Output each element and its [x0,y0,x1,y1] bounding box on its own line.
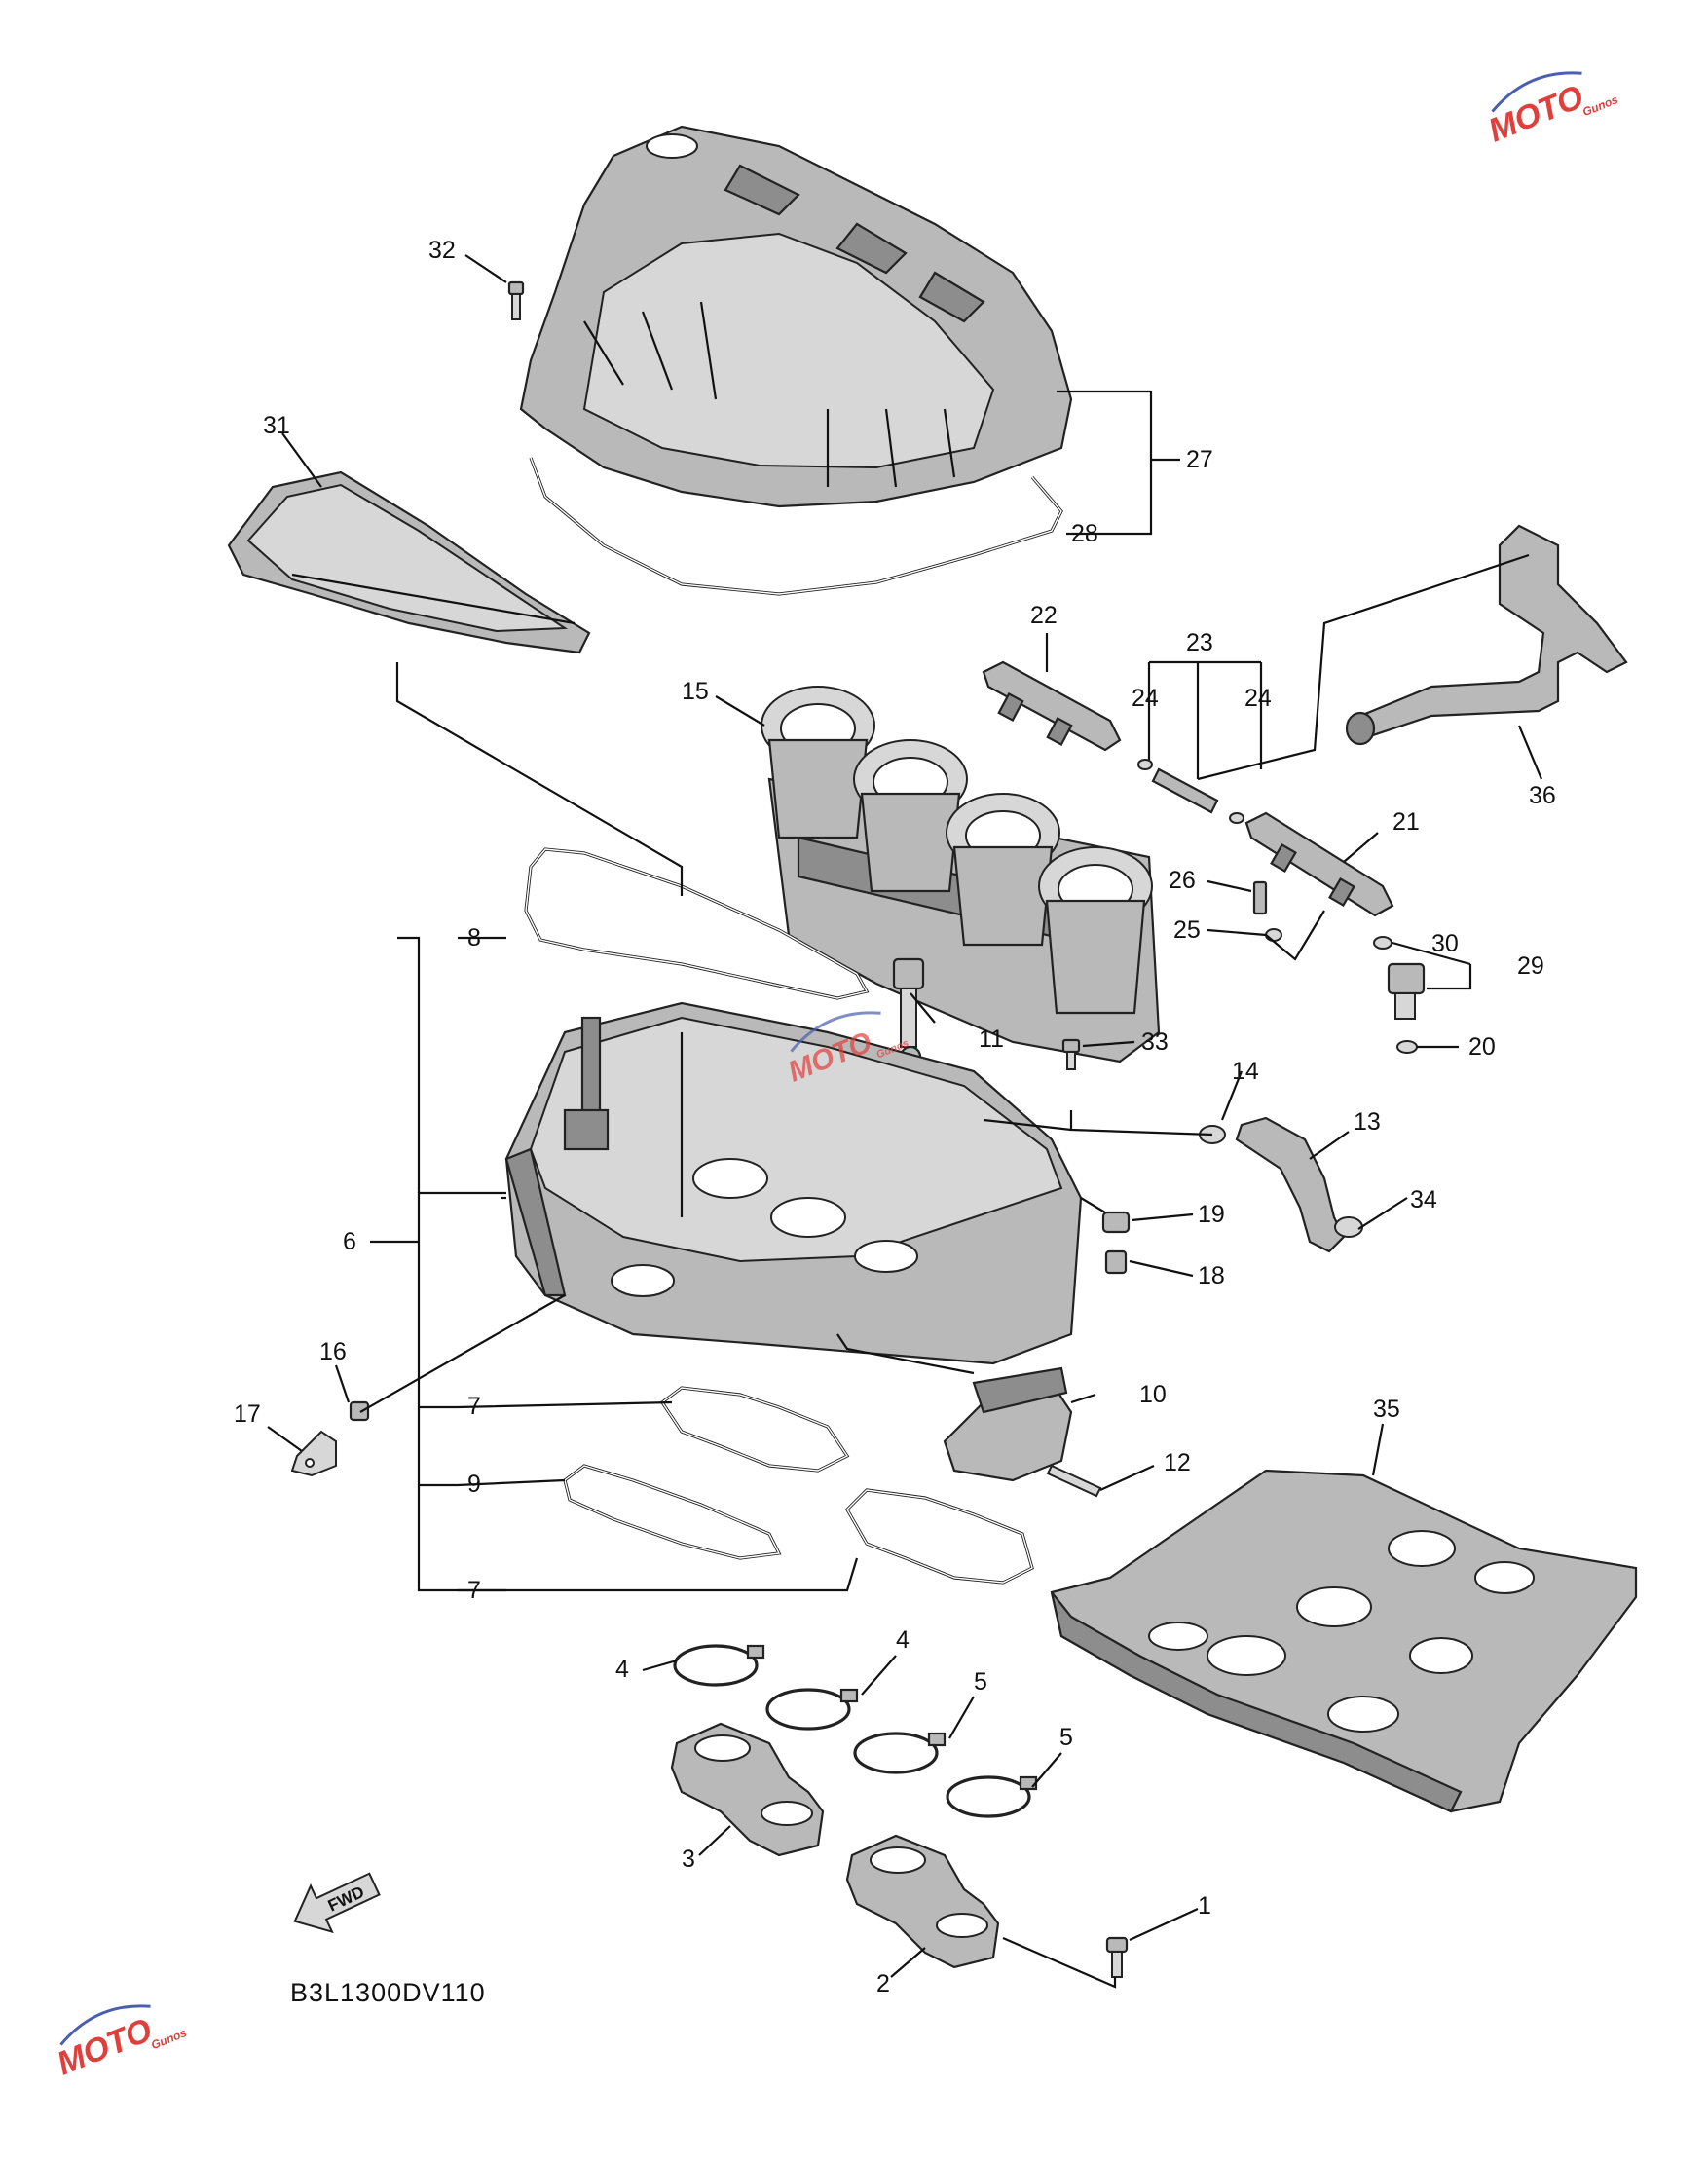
gasket-7-lower [845,1488,1034,1585]
hose-13 [1235,1116,1346,1253]
fuel-pipe-joint-23 [1137,759,1244,824]
air-box-case [504,1001,1083,1365]
fuel-rail-21 [1244,811,1394,917]
callout-10: 10 [1139,1381,1167,1408]
washer-25 [1265,928,1282,942]
leader-lines [267,254,1543,1989]
callout-18: 18 [1198,1262,1225,1289]
heat-shield-35 [1050,1469,1638,1813]
bolt-32 [507,280,525,320]
callout-20: 20 [1468,1033,1496,1061]
callout-13: 13 [1354,1108,1381,1136]
callout-16: 16 [319,1338,347,1365]
callout-17: 17 [234,1400,261,1428]
nut-16 [349,1400,370,1422]
watermark-logo-top: MOTO Gunos [1483,71,1620,150]
throttle-body-assembly [761,686,1161,1063]
hose-36 [1345,524,1628,746]
cover-gasket [529,457,1063,596]
solenoid-10 [943,1366,1073,1482]
air-box-cover [519,125,1073,508]
callout-5: 5 [974,1668,987,1696]
o-ring-30 [1373,936,1392,950]
sensor-11 [892,957,925,1068]
air-filter-element [227,470,591,654]
joint-2 [845,1834,1000,1969]
callout-5b: 5 [1059,1724,1073,1751]
callout-9: 9 [467,1471,481,1498]
callout-27: 27 [1186,446,1213,473]
callout-23: 23 [1186,629,1213,656]
callout-29: 29 [1517,952,1544,980]
callout-30: 30 [1431,930,1459,957]
o-ring-24 [1137,759,1153,770]
clamp-34 [1334,1216,1363,1238]
callout-1: 1 [1198,1892,1211,1920]
callout-36: 36 [1529,782,1556,809]
svg-text:MOTO: MOTO [1483,78,1588,149]
diagram-code: B3L1300DV110 [290,1978,486,2007]
grommet-19 [1101,1211,1131,1234]
callout-24: 24 [1132,685,1159,712]
sensor-29 [1373,936,1426,1054]
clamps-4-5 [673,1644,1038,1818]
callout-14: 14 [1232,1058,1259,1085]
callout-12: 12 [1164,1449,1191,1476]
callout-2: 2 [876,1970,890,1997]
svg-text:Gunos: Gunos [1580,93,1620,119]
gasket-9 [563,1464,782,1560]
bolt-12 [1046,1464,1102,1498]
callout-34: 34 [1410,1186,1437,1213]
svg-text:Gunos: Gunos [149,2026,189,2052]
bolt-26 [1252,880,1268,915]
callout-6: 6 [343,1228,356,1255]
callout-33: 33 [1141,1028,1169,1056]
callout-8: 8 [467,924,481,951]
callout-26: 26 [1169,867,1196,894]
callout-31: 31 [263,412,290,439]
callout-25: 25 [1173,916,1201,944]
callout-22: 22 [1030,602,1058,629]
bolt-33 [1061,1038,1081,1070]
watermark-logo-bottom: MOTO Gunos [52,2004,189,2083]
collar-18 [1104,1249,1128,1275]
callout-15: 15 [682,678,709,705]
funnels [761,686,1153,1015]
callout-7: 7 [467,1393,481,1420]
callout-4: 4 [615,1656,629,1683]
callout-3: 3 [682,1846,695,1873]
callout-35: 35 [1373,1396,1400,1423]
callout-numbers: 1 2 3 4 4 5 5 6 7 7 8 9 10 11 12 13 14 1… [234,237,1556,1997]
callout-7b: 7 [467,1577,481,1604]
bolt-1 [1105,1936,1129,1978]
callout-11: 11 [979,1026,1004,1053]
callout-28: 28 [1071,520,1098,547]
fwd-arrow: FWD [293,1872,381,1934]
fuel-rail-22 [982,660,1122,752]
bracket-17 [290,1430,337,1477]
o-ring-20 [1396,1040,1418,1054]
gasket-7-upper [659,1386,850,1473]
callout-21: 21 [1392,808,1420,836]
callout-32: 32 [428,237,456,264]
callout-19: 19 [1198,1201,1225,1228]
svg-text:MOTO: MOTO [52,2011,157,2082]
gasket-8 [524,847,870,1000]
callout-24b: 24 [1244,685,1272,712]
joint-3 [670,1722,825,1857]
callout-4b: 4 [896,1626,910,1654]
